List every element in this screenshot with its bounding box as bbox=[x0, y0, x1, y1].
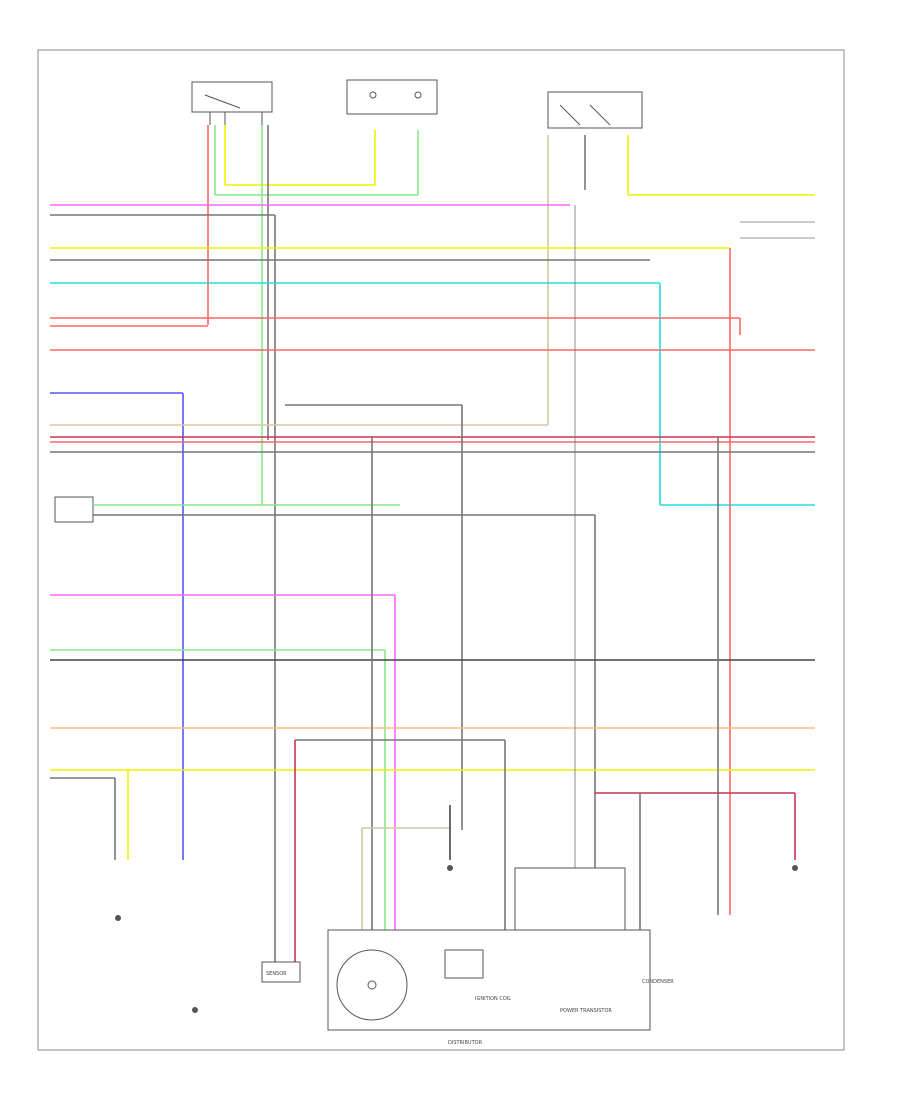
sensor-label: SENSOR bbox=[266, 971, 287, 977]
switch-left-top bbox=[191, 81, 273, 125]
switch-block-top-right bbox=[547, 91, 643, 129]
ground-icon bbox=[447, 865, 453, 871]
ignition-coil-label: IGNITION COIL bbox=[475, 996, 511, 1002]
ground-icon bbox=[792, 865, 798, 871]
connector-box-left bbox=[54, 496, 94, 523]
distributor-label: DISTRIBUTOR bbox=[448, 1040, 483, 1046]
relay-block-top-center bbox=[346, 79, 438, 115]
sensor-box bbox=[261, 961, 301, 983]
ground-icon bbox=[192, 1007, 198, 1013]
power-transistor-label: POWER TRANSISTOR bbox=[560, 1008, 612, 1014]
condenser-label: CONDENSER bbox=[642, 979, 674, 985]
ground-icon bbox=[115, 915, 121, 921]
power-transistor bbox=[514, 867, 626, 931]
ignition-coil bbox=[444, 949, 484, 979]
distributor-box bbox=[327, 929, 651, 1031]
diagram-border bbox=[37, 49, 845, 1051]
